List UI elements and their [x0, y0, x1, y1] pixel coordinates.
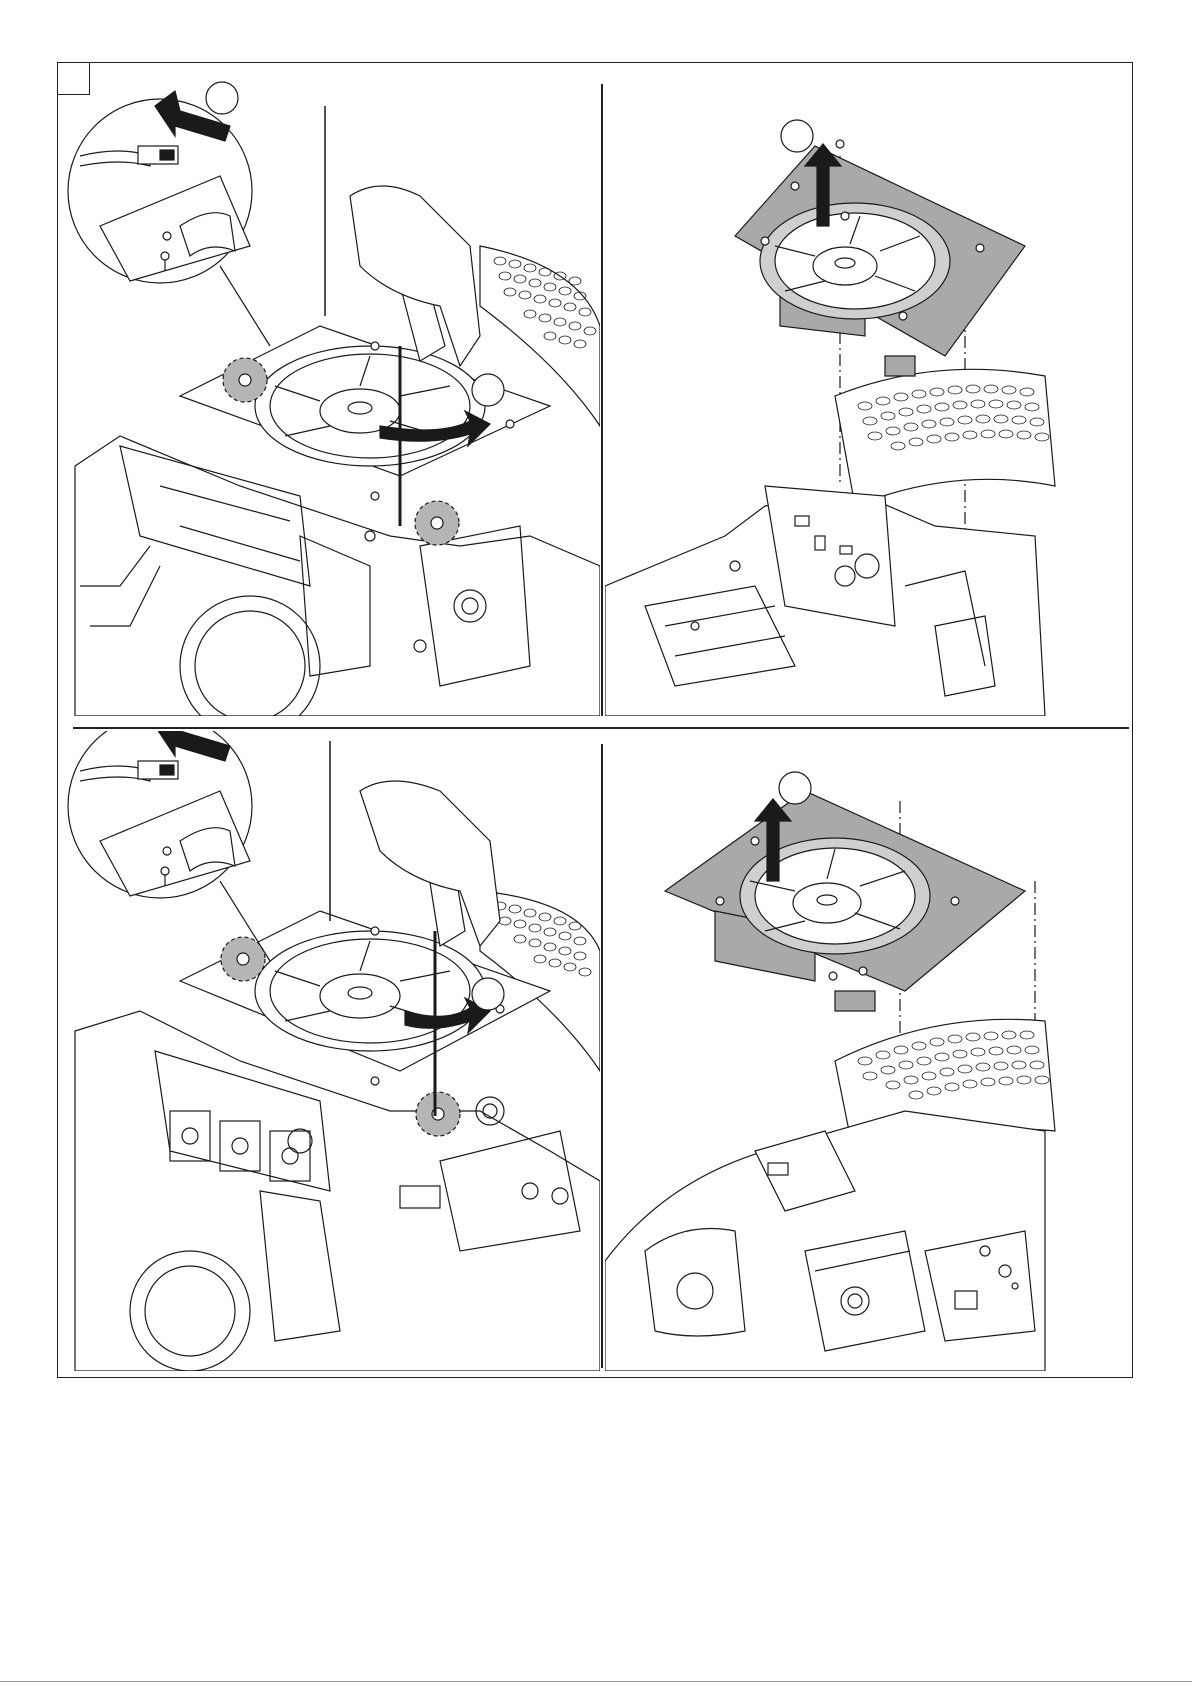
page-bottom-rule — [0, 1681, 1192, 1682]
callout-circle — [472, 374, 504, 406]
connector-port-icon — [400, 1186, 440, 1208]
assembly-illustration — [605, 731, 1130, 1371]
panel-divider-vertical-top — [601, 84, 603, 716]
assembly-illustration — [605, 66, 1130, 716]
panel-remove-connector-and-screws-top — [60, 66, 600, 716]
connector-zoom-icon — [68, 91, 270, 346]
callout-circle — [472, 978, 504, 1010]
panel-lift-fan-plate-top — [605, 66, 1130, 716]
circuit-board-icon — [765, 486, 895, 626]
connector-zoom-icon — [68, 731, 270, 961]
panel-remove-connector-and-screws-bottom — [60, 731, 600, 1371]
panel-lift-fan-plate-bottom — [605, 731, 1130, 1371]
fan-plate-icon — [735, 140, 1025, 376]
panel-divider-vertical-bottom — [601, 744, 603, 1368]
callout-circle — [206, 82, 238, 114]
callout-circle — [781, 120, 813, 152]
panel-divider-horizontal — [73, 727, 1129, 729]
fan-plate-icon — [665, 787, 1025, 1011]
assembly-illustration — [60, 731, 600, 1371]
callout-circle — [779, 772, 811, 804]
assembly-illustration — [60, 66, 600, 716]
